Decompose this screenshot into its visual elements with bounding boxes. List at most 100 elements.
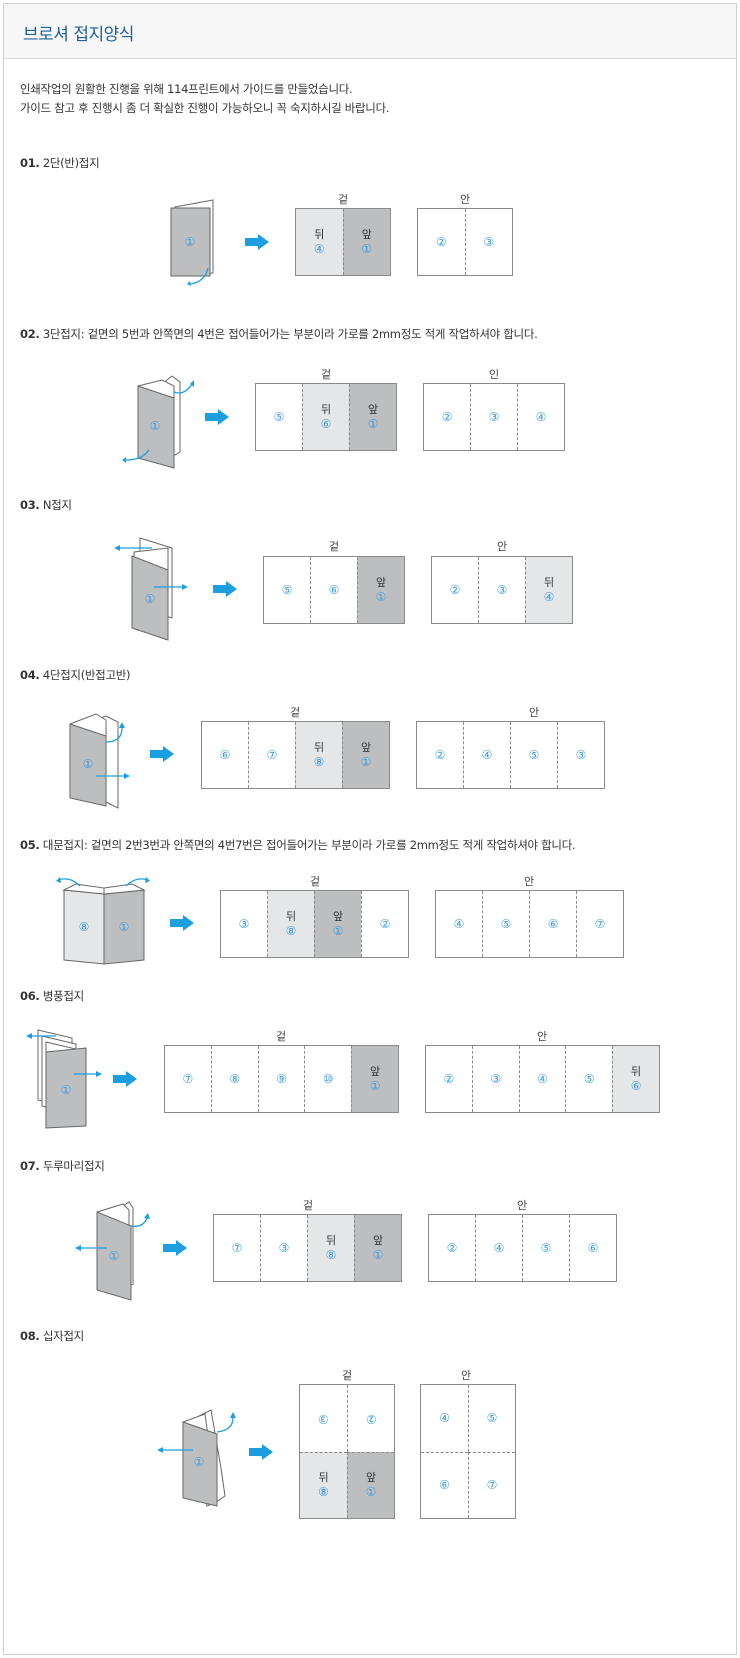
outer-title-07: 겉: [302, 1199, 314, 1212]
outer-title-08: 겉: [341, 1369, 353, 1382]
panel-cell-label: 앞: [370, 1065, 381, 1078]
panel-cell: ③: [557, 722, 604, 788]
panel-cell: ③: [470, 384, 517, 450]
inner-title-02: 인: [488, 368, 500, 381]
panel-cell-number: ⑧: [229, 1071, 241, 1086]
panel-cell-label: 앞: [360, 741, 372, 754]
panel-cell: ③: [221, 891, 267, 957]
panel-cell-label: 뒤: [543, 576, 555, 589]
panel-cell: ⑥: [310, 557, 357, 623]
panel-cell-number: ⑧: [318, 1485, 329, 1500]
panel-cell: ③: [478, 557, 525, 623]
illus-num-03: ①: [145, 592, 156, 606]
arrow-04: [150, 746, 174, 762]
panel-cell-number: ③: [278, 1240, 290, 1255]
inner-title-03: 안: [496, 540, 508, 553]
outer-title-03: 겉: [328, 540, 340, 553]
fold-illustration-08: ①: [157, 1409, 236, 1507]
panel-cell: ④: [421, 1385, 468, 1452]
intro-line-2: 가이드 참고 후 진행시 좀 더 확실한 진행이 가능하오니 꼭 숙지하시길 바…: [20, 101, 390, 115]
panel-cell-number: ④: [439, 1410, 450, 1425]
outer-title-02: 겉: [320, 368, 332, 381]
panel-cell: ⑤: [256, 384, 302, 450]
panel-cell-number: ⑤: [486, 1410, 498, 1425]
panel-cell-number: ③: [575, 747, 587, 762]
panel-cell-number: ①: [369, 1079, 381, 1093]
fold-illustration-06: ①: [26, 1029, 102, 1129]
arrow-08: [249, 1444, 273, 1460]
intro-text: 인쇄작업의 원활한 진행을 위해 114프린트에서 가이드를 만들었습니다. 가…: [20, 80, 390, 118]
section-02-title: 02. 3단접지: 겉면의 5번과 안쪽면의 4번은 접어들어가는 부분이라 가…: [20, 327, 538, 341]
panel-cell: ④: [436, 891, 482, 957]
panel-cell-label: 앞: [361, 228, 372, 241]
panel-cell-number: ⑤: [281, 582, 293, 597]
panel-cell-number: ②: [443, 1071, 455, 1086]
panel-cell-number: ④: [481, 747, 493, 762]
panel-cell-label: 뒤: [313, 741, 325, 754]
section-07-title: 07. 두루마리접지: [20, 1159, 105, 1173]
panel-cell-number: ⑤: [540, 1240, 552, 1255]
panel-cell-label: 앞: [375, 576, 387, 589]
panel-cell: ⑦: [248, 722, 295, 788]
panel-cell-label: 뒤: [314, 228, 325, 241]
fold-illustration-05: ⑧ ①: [56, 877, 150, 965]
panel-cell-number: ①: [360, 755, 372, 769]
guide-container: 브로셔 접지양식: [3, 3, 737, 1655]
illus-num-01: ①: [185, 235, 196, 249]
panel-cell: ④: [517, 384, 564, 450]
panel-cell: ⑨: [257, 1046, 305, 1112]
panel-cell-number: ⑧: [325, 1248, 337, 1262]
section-06-title: 06. 병풍접지: [20, 989, 84, 1003]
panel-cell-number: ⑧: [285, 924, 297, 938]
panel-cell: ②: [432, 557, 478, 623]
intro-line-1: 인쇄작업의 원활한 진행을 위해 114프린트에서 가이드를 만들었습니다.: [20, 82, 353, 96]
illus-num-05a: ⑧: [79, 920, 90, 934]
outer-title-06: 겉: [275, 1030, 287, 1043]
outer-title-01: 겉: [337, 193, 349, 206]
panel-cell: ⑧: [210, 1046, 258, 1112]
arrow-01: [245, 234, 269, 250]
panel-cell: ⑤: [510, 722, 557, 788]
section-04-title: 04. 4단접지(반접고반): [20, 668, 131, 682]
panel-cell: ⑦: [214, 1215, 260, 1281]
panel-cell: ③: [300, 1385, 347, 1452]
panel-cell-number: ②: [441, 409, 453, 424]
panel-cell-number: ②: [365, 1411, 377, 1426]
fold-illustration-03: ①: [114, 537, 188, 641]
panel-cell-number: ③: [483, 234, 495, 249]
page-title: 브로셔 접지양식: [23, 25, 134, 45]
panel-cell-number: ⑦: [594, 916, 606, 931]
panel-cell-number: ①: [372, 1248, 384, 1262]
panel-cell-number: ⑤: [583, 1071, 595, 1086]
outer-title-04: 겉: [289, 706, 301, 719]
panel-cell-number: ⑤: [500, 916, 512, 931]
panel-cell-number: ⑥: [328, 582, 340, 597]
panel-cell-number: ④: [313, 242, 325, 256]
panel-cell-label: 뒤: [325, 1234, 337, 1247]
panel-cell-number: ③: [496, 582, 508, 597]
panel-cell-number: ④: [453, 916, 465, 931]
panel-cell: ②: [418, 209, 465, 275]
panel-cell: ⑩: [304, 1046, 351, 1112]
panel-cell: ②: [417, 722, 463, 788]
panel-cell: ②: [429, 1215, 475, 1281]
panel-cell: ⑤: [565, 1046, 612, 1112]
illus-num-02: ①: [150, 419, 161, 433]
fold-illustration-01: ①: [170, 199, 214, 286]
